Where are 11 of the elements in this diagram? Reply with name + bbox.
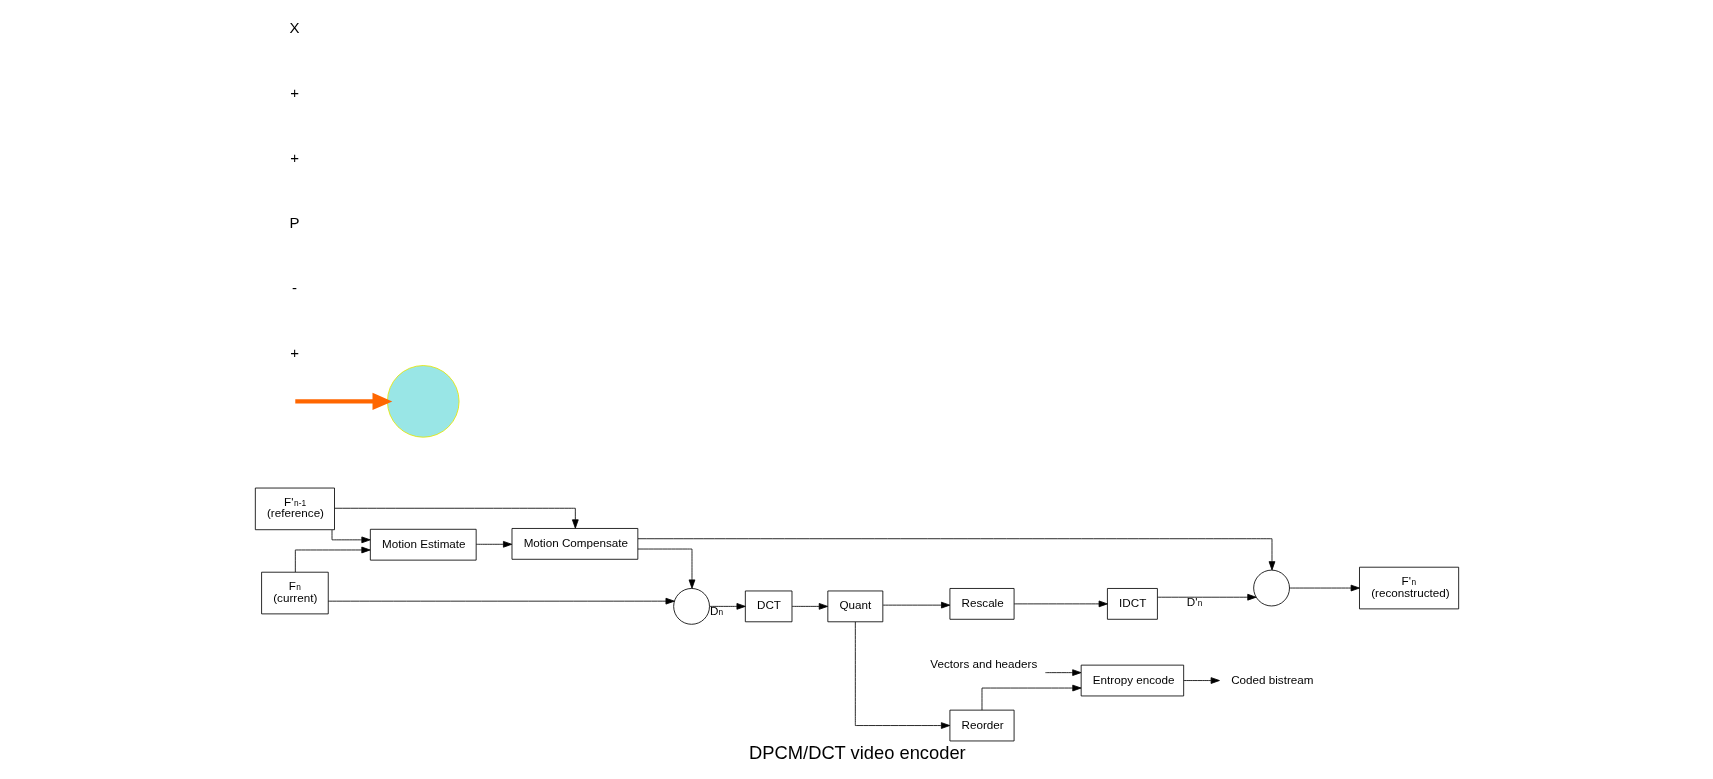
label: X	[289, 18, 300, 36]
label: +	[289, 343, 299, 361]
label: -	[291, 278, 297, 296]
edge-label: Dn	[709, 603, 723, 617]
label: P	[289, 213, 300, 231]
label: +	[289, 148, 299, 166]
node-text: Coded bistream	[1230, 672, 1313, 686]
edge-label: D'n	[1186, 594, 1202, 608]
label: +	[289, 83, 299, 101]
node-text: Vectors and headers	[929, 656, 1037, 670]
caption: DPCM/DCT video encoder	[748, 741, 966, 763]
